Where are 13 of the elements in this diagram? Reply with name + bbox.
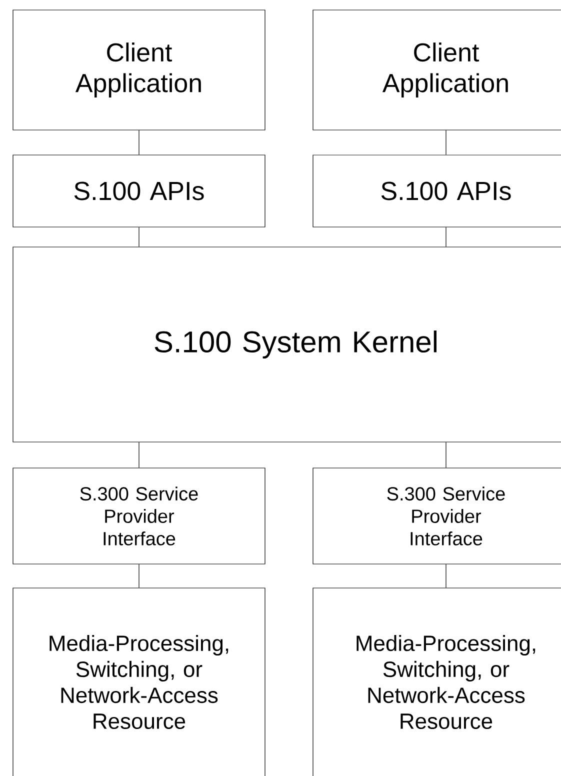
connector-line xyxy=(138,442,140,468)
interface-box: S.300 Service Provider Interface xyxy=(12,468,266,564)
resource-box: Media-Processing, Switching, or Network-Access Resource xyxy=(12,588,266,776)
kernel-box: S.100 System Kernel xyxy=(12,246,561,442)
api-box: S.100 APIs xyxy=(312,154,561,228)
connector-line xyxy=(138,564,140,588)
client-box: Client Application xyxy=(312,10,561,130)
connector-line xyxy=(138,130,140,156)
connector-line xyxy=(138,226,140,248)
api-box: S.100 APIs xyxy=(12,154,266,228)
client-box: Client Application xyxy=(12,10,266,130)
interface-box: S.300 Service Provider Interface xyxy=(312,468,561,564)
resource-box: Media-Processing, Switching, or Network-Access Resource xyxy=(312,588,561,776)
